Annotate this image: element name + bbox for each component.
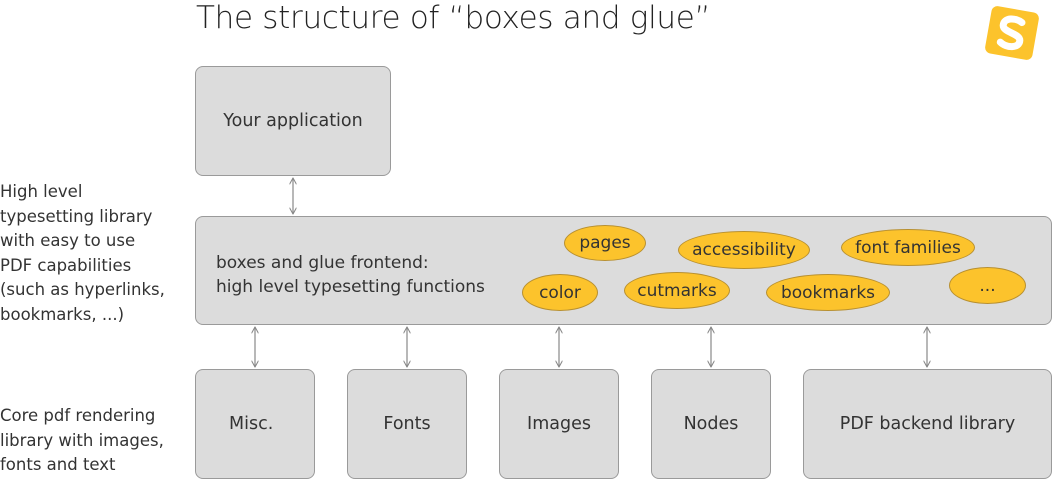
- diagram-title: The structure of “boxes and glue”: [196, 0, 711, 36]
- speedata-s-logo-icon: [985, 6, 1039, 60]
- core-library-note: Core pdf rendering library with images, …: [0, 406, 164, 474]
- fonts-label: Fonts: [383, 414, 431, 434]
- your-application-box: Your application: [195, 66, 391, 176]
- nodes-label: Nodes: [683, 414, 739, 434]
- misc-box: Misc.: [195, 369, 315, 479]
- feature-cutmarks: cutmarks: [624, 272, 730, 309]
- your-application-label: Your application: [223, 111, 363, 131]
- pdf-backend-box: PDF backend library: [803, 369, 1052, 479]
- high-level-library-note: High level typesetting library with easy…: [0, 182, 165, 324]
- feature-more: ...: [949, 267, 1026, 304]
- feature-bookmarks: bookmarks: [766, 274, 890, 311]
- fonts-box: Fonts: [347, 369, 467, 479]
- pdf-backend-label: PDF backend library: [839, 414, 1016, 434]
- images-box: Images: [499, 369, 619, 479]
- images-label: Images: [527, 414, 591, 434]
- frontend-label: boxes and glue frontend: high level type…: [216, 253, 485, 297]
- feature-accessibility: accessibility: [678, 231, 810, 269]
- frontend-box: boxes and glue frontend: high level type…: [195, 216, 1052, 325]
- feature-color: color: [522, 274, 598, 311]
- nodes-box: Nodes: [651, 369, 771, 479]
- feature-pages: pages: [564, 225, 646, 261]
- misc-label: Misc.: [229, 414, 274, 434]
- feature-font-families: font families: [841, 229, 975, 266]
